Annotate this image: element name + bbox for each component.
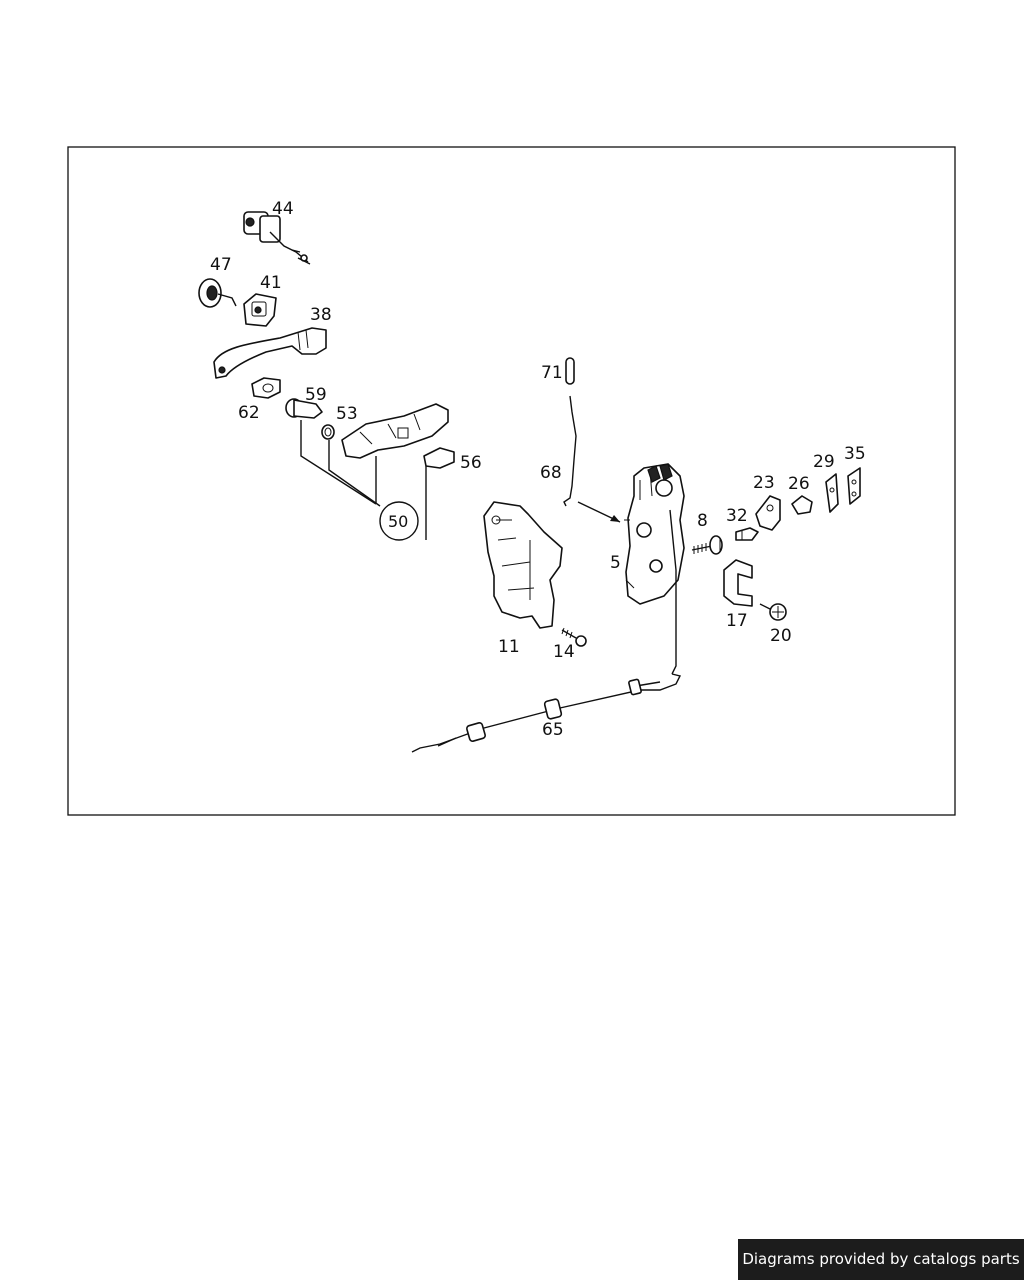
part-8-bolt — [691, 535, 723, 555]
part-32-pin — [735, 527, 759, 541]
label-11: 11 — [498, 637, 520, 657]
part-44-lock-cylinder — [243, 211, 311, 265]
label-26: 26 — [788, 474, 810, 494]
part-35-plate — [847, 467, 861, 505]
part-11-inner-panel — [483, 501, 563, 629]
part-26-clip — [791, 495, 813, 515]
label-35: 35 — [844, 444, 866, 464]
part-47-cap — [198, 278, 237, 308]
label-5: 5 — [610, 553, 621, 573]
label-62: 62 — [238, 403, 260, 423]
label-29: 29 — [813, 452, 835, 472]
label-17: 17 — [726, 611, 748, 631]
part-56-clip — [423, 447, 455, 469]
label-71: 71 — [541, 363, 563, 383]
part-68-rod — [563, 395, 621, 523]
label-20: 20 — [770, 626, 792, 646]
part-14-screw — [561, 627, 587, 647]
part-53-ring — [321, 424, 335, 440]
label-56: 56 — [460, 453, 482, 473]
part-17-c-bracket — [723, 559, 753, 607]
label-14: 14 — [553, 642, 575, 662]
label-53: 53 — [336, 404, 358, 424]
label-23: 23 — [753, 473, 775, 493]
label-41: 41 — [260, 273, 282, 293]
part-20-screw — [759, 603, 787, 621]
kit-50-lines — [300, 420, 427, 540]
label-65: 65 — [542, 720, 564, 740]
part-38-outer-handle — [213, 327, 327, 379]
label-68: 68 — [540, 463, 562, 483]
label-44: 44 — [272, 199, 294, 219]
part-65-bowden-cable — [411, 673, 682, 753]
diagram-credit-footer: Diagrams provided by catalogs parts — [738, 1239, 1024, 1280]
kit-50-circle — [379, 501, 419, 541]
part-71-spring — [565, 357, 575, 385]
part-handle-carrier — [341, 403, 449, 459]
part-23-striker-bracket — [755, 495, 781, 531]
part-62-bracket — [251, 377, 281, 399]
diagram-frame — [67, 146, 956, 816]
label-38: 38 — [310, 305, 332, 325]
label-59: 59 — [305, 385, 327, 405]
part-29-shim — [825, 473, 839, 513]
label-32: 32 — [726, 506, 748, 526]
label-8: 8 — [697, 511, 708, 531]
part-5-lock-mechanism — [624, 463, 685, 605]
part-41-housing — [243, 293, 277, 327]
lock-cable — [669, 509, 677, 675]
part-59-bushing — [285, 398, 323, 419]
label-47: 47 — [210, 255, 232, 275]
label-50: 50 — [388, 512, 408, 531]
